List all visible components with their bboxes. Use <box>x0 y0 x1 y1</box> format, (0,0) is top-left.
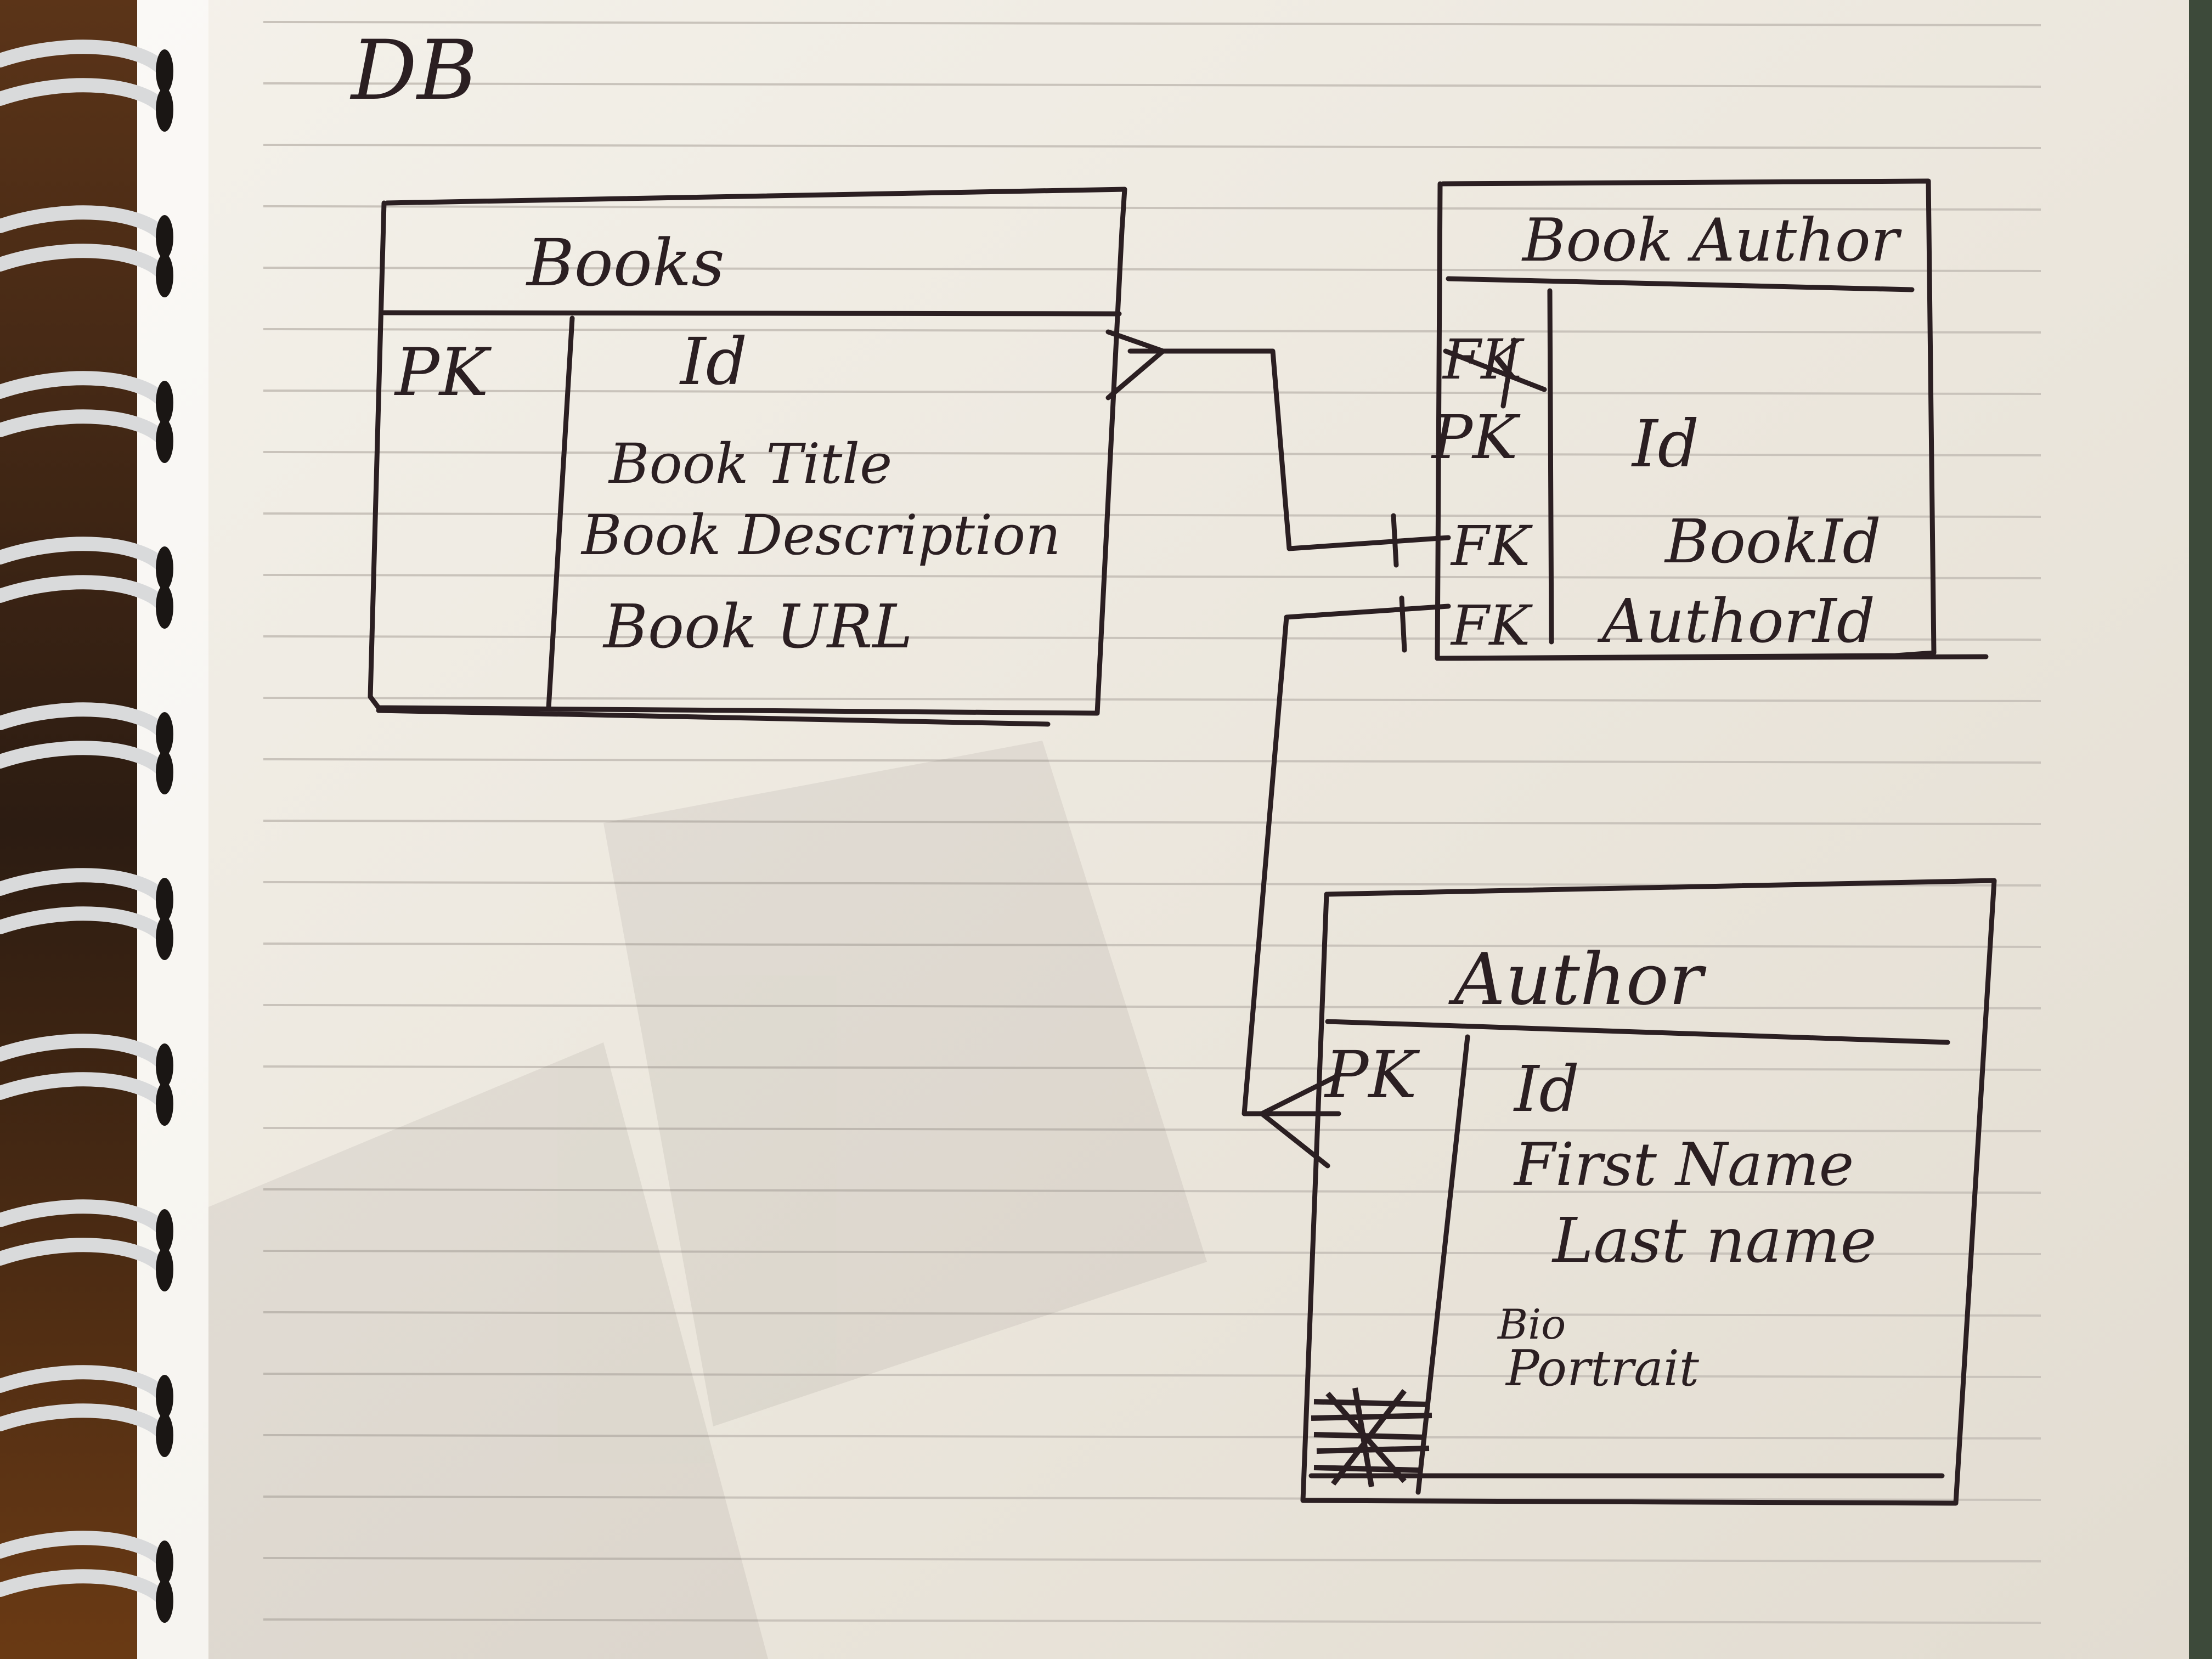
author-field-portrait: Portrait <box>1505 1340 1700 1397</box>
ruled-line <box>263 1618 2041 1624</box>
ruled-line <box>263 328 2041 334</box>
book-author-table-name: Book Author <box>1521 206 1902 275</box>
ruled-line <box>263 1557 2041 1562</box>
page-left-margin <box>137 0 208 1659</box>
book-author-key-4: FK <box>1450 594 1533 658</box>
crows-foot-books <box>1105 329 1166 400</box>
ruled-line <box>263 144 2041 149</box>
spiral-ring <box>0 40 173 132</box>
ruled-line <box>263 1004 2041 1009</box>
books-header-divider <box>381 310 1122 317</box>
books-field-book-url: Book URL <box>602 591 912 662</box>
author-table-outline <box>1300 878 1997 1506</box>
books-field-id: Id <box>679 324 747 399</box>
relation-books-bookauthor <box>1105 329 1451 568</box>
relation-line-2 <box>1242 603 1451 1116</box>
book-author-table-outline <box>1435 178 1937 661</box>
one-mark-bookid <box>1391 513 1399 568</box>
ruled-line <box>263 1250 2041 1255</box>
book-author-field-book-id: BookId <box>1664 506 1881 577</box>
ruled-line <box>263 205 2041 211</box>
author-table-name: Author <box>1448 938 1707 1021</box>
author-field-bio: Bio <box>1497 1300 1566 1348</box>
spiral-ring <box>0 1365 173 1457</box>
ruled-line <box>263 390 2041 395</box>
book-author-header-divider <box>1446 276 1915 292</box>
book-author-key-3: FK <box>1450 514 1533 578</box>
spiral-ring <box>0 537 173 629</box>
author-scribble <box>1311 1387 1432 1487</box>
ruled-line <box>263 21 2041 26</box>
books-bottom-line <box>376 708 1051 727</box>
ruled-line <box>263 697 2041 702</box>
ruled-line <box>263 267 2041 272</box>
ruled-line <box>263 1373 2041 1378</box>
one-mark-authorid <box>1399 595 1407 653</box>
page-title: DB <box>349 23 478 119</box>
ruled-line <box>263 1311 2041 1317</box>
spiral-ring <box>0 1199 173 1291</box>
spiral-ring <box>0 205 173 297</box>
book-author-column-divider <box>1547 288 1554 645</box>
spiral-ring <box>0 868 173 960</box>
books-pk-label: PK <box>394 335 492 411</box>
book-author-key-1: FK <box>1442 328 1525 392</box>
spiral-ring <box>0 1531 173 1623</box>
author-field-id: Id <box>1513 1053 1579 1126</box>
ruled-line <box>263 1065 2041 1071</box>
spiral-ring <box>0 1034 173 1126</box>
crows-foot-author <box>1259 1073 1341 1169</box>
ruled-line <box>263 82 2041 88</box>
relation-line-1 <box>1127 348 1451 551</box>
books-table-outline <box>368 187 1127 716</box>
spiral-ring <box>0 371 173 463</box>
books-table-name: Books <box>526 225 725 301</box>
book-author-bottom-line <box>1435 654 1989 661</box>
book-author-table <box>1435 178 1989 661</box>
author-field-first-name: First Name <box>1513 1131 1854 1199</box>
ruled-line <box>263 574 2041 579</box>
notebook-page <box>137 0 2189 1659</box>
book-author-fk-strike <box>1443 337 1547 409</box>
ruled-line <box>263 1127 2041 1132</box>
ruled-line <box>263 1188 2041 1194</box>
books-table <box>368 187 1127 727</box>
book-author-field-author-id: AuthorId <box>1597 586 1875 656</box>
author-header-divider <box>1325 1019 1950 1045</box>
ruled-lines <box>263 21 2041 1624</box>
books-column-divider <box>546 315 575 710</box>
ruled-line <box>263 635 2041 641</box>
spiral-ring <box>0 702 173 794</box>
ruled-line <box>263 820 2041 825</box>
books-field-book-description: Book Description <box>580 503 1061 567</box>
books-field-book-title: Book Title <box>608 432 892 496</box>
relation-author-bookauthor <box>1242 595 1451 1169</box>
ruled-line <box>263 451 2041 456</box>
ruled-line <box>263 1496 2041 1501</box>
author-field-last-name: Last name <box>1551 1205 1877 1277</box>
book-author-key-2: PK <box>1431 402 1521 472</box>
paper-shadows <box>208 741 1207 1659</box>
ruled-line <box>263 758 2041 764</box>
book-author-field-id: Id <box>1631 406 1699 482</box>
ruled-line <box>263 1434 2041 1440</box>
spiral-binding <box>0 40 173 1623</box>
ruled-line <box>263 943 2041 948</box>
